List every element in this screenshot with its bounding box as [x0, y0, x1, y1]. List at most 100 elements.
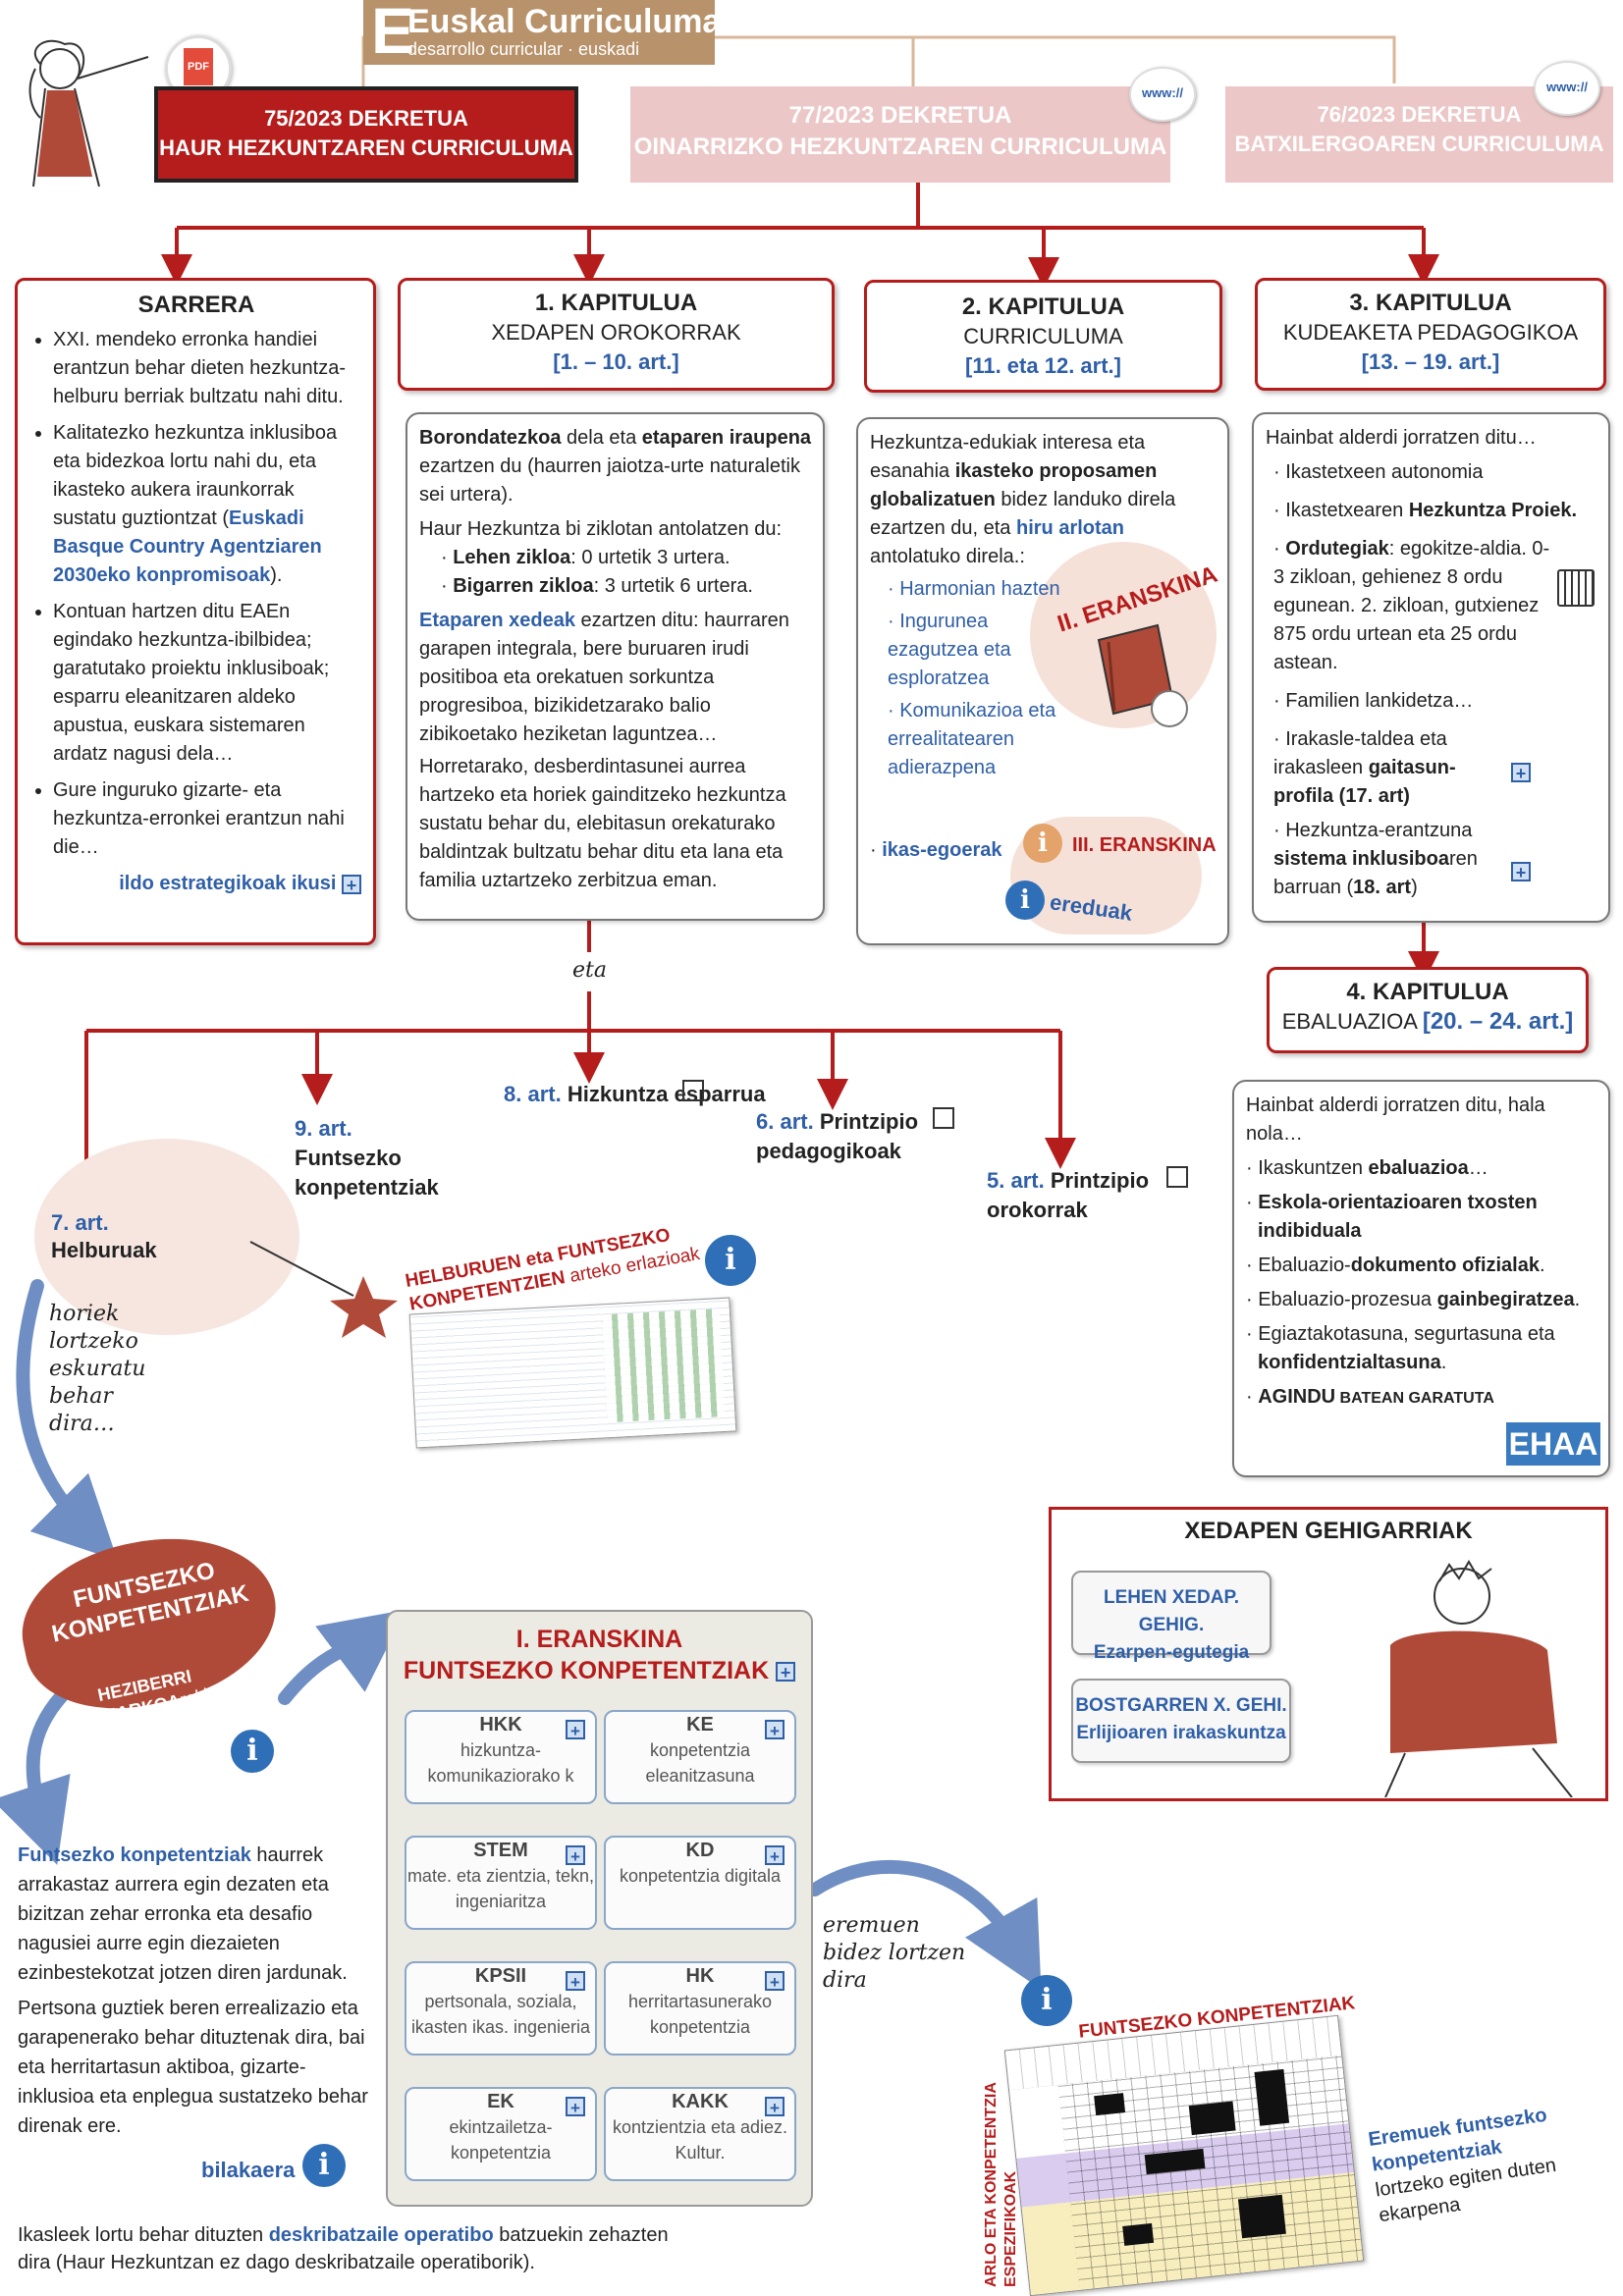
decree-77-title: OINARRIZKO HEZKUNTZAREN CURRICULUMA — [633, 133, 1167, 160]
chapter2-subtitle: CURRICULUMA — [963, 324, 1123, 348]
evolution-link[interactable]: bilakaera — [201, 2158, 296, 2182]
article-8[interactable]: 8. art. Hizkuntza esparrua — [504, 1082, 766, 1106]
ehaa-link[interactable]: EHAA — [1506, 1422, 1600, 1466]
chapter1-subtitle: XEDAPEN OROKORRAK — [491, 320, 741, 345]
chapter4-subtitle: EBALUAZIOA — [1281, 1009, 1417, 1034]
teacher-illustration — [28, 39, 149, 187]
pdf-label: PDF — [184, 48, 213, 85]
book-icon — [1097, 623, 1188, 727]
list-item: · Ebaluazio-prozesua gainbegiratzea. — [1246, 1289, 1581, 1310]
chapter1-articles: [1. – 10. art.] — [553, 349, 679, 374]
expand-icon[interactable]: + — [566, 2097, 585, 2117]
logo-subtitle: desarrollo curricular · euskadi — [407, 39, 640, 59]
annex3-link[interactable]: III. ERANSKINA — [1072, 834, 1217, 856]
expand-icon[interactable]: + — [776, 1662, 796, 1682]
list-item: · Irakasle-taldea eta irakasleen gaitasu… — [1273, 728, 1456, 807]
cycle-second: · Bigarren zikloa: 3 urtetik 6 urtera. — [441, 575, 753, 597]
article-5[interactable]: 5. art. Printzipio orokorrak — [987, 1168, 1150, 1222]
area-item[interactable]: · Harmonian hazten — [888, 578, 1060, 600]
web-link-icon[interactable]: www:// — [1129, 67, 1196, 122]
expand-icon[interactable]: + — [566, 1971, 585, 1992]
first-additional-provision[interactable]: LEHEN XEDAP. GEHIG.Ezarpen-egutegia — [1071, 1571, 1271, 1663]
sarrera-list: XXI. mendeko erronka handiei erantzun be… — [31, 326, 361, 862]
strategic-lines-link[interactable]: ildo estrategikoak ikusi — [119, 873, 337, 894]
external-link-icon[interactable] — [1166, 1166, 1188, 1188]
chapter4-content: Hainbat alderdi jorratzen ditu, hala nol… — [1232, 1080, 1610, 1477]
chapter1-header: 1. KAPITULUA XEDAPEN OROKORRAK [1. – 10.… — [398, 278, 835, 391]
list-item: · Ebaluazio-dokumento ofizialak. — [1246, 1255, 1545, 1276]
expand-icon[interactable]: + — [342, 874, 361, 894]
operational-descriptors-link[interactable]: deskribatzaile operatibo — [268, 2224, 494, 2246]
expand-icon[interactable]: + — [566, 1720, 585, 1740]
additional-provisions-box: XEDAPEN GEHIGARRIAK LEHEN XEDAP. GEHIG.E… — [1049, 1507, 1608, 1801]
eremuen-note: eremuen bidez lortzen dira — [823, 1913, 966, 1993]
info-icon[interactable]: i — [705, 1235, 756, 1286]
list-item: · Egiaztakotasuna, segurtasuna eta konfi… — [1246, 1323, 1555, 1373]
expand-icon[interactable]: + — [765, 1845, 784, 1866]
list-item: Kontuan hartzen ditu EAEn egindako hezku… — [53, 598, 361, 769]
info-icon[interactable]: i — [302, 2144, 346, 2187]
article-6[interactable]: 6. art. Printzipio pedagogikoak — [756, 1109, 919, 1163]
expand-icon[interactable]: + — [765, 2097, 784, 2117]
list-item: · Familien lankidetza… — [1273, 690, 1474, 712]
fifth-additional-provision[interactable]: BOSTGARREN X. GEHI.Erlijioaren irakaskun… — [1071, 1679, 1291, 1763]
chapter1-para-cycles: Haur Hezkuntza bi ziklotan antolatzen du… — [419, 518, 783, 540]
expand-icon[interactable]: + — [765, 1720, 784, 1740]
chapter3-subtitle: KUDEAKETA PEDAGOGIKOA — [1282, 320, 1579, 345]
relation-table-thumbnail[interactable] — [408, 1297, 737, 1449]
decree-75-title: HAUR HEZKUNTZAREN CURRICULUMA — [159, 135, 573, 160]
list-item: · Eskola-orientazioaren txosten indibidu… — [1246, 1192, 1538, 1242]
expand-icon[interactable]: + — [1511, 862, 1531, 882]
stage-goals-link[interactable]: Etaparen xedeak — [419, 610, 575, 631]
info-icon[interactable]: i — [1023, 824, 1062, 863]
list-item: Gure inguruko gizarte- eta hezkuntza-err… — [53, 776, 361, 862]
decree-75-button[interactable]: 75/2023 DEKRETUA HAUR HEZKUNTZAREN CURRI… — [154, 86, 578, 183]
learning-situations-link[interactable]: · ikas-egoerak — [870, 839, 1002, 861]
external-link-icon[interactable] — [682, 1080, 704, 1101]
list-item: · Ordutegiak: egokitze-aldia. 0-3 zikloa… — [1273, 538, 1550, 673]
area-item[interactable]: · Ingurunea ezagutzea eta esploratzea — [888, 611, 1011, 689]
site-logo[interactable]: E Euskal Curriculuma desarrollo curricul… — [363, 0, 721, 67]
logo-e-glyph: E — [371, 0, 415, 67]
decree-76-title: BATXILERGOAREN CURRICULUMA — [1234, 132, 1604, 156]
web-link-icon[interactable]: www:// — [1534, 61, 1600, 116]
chapter2-title: 2. KAPITULUA — [961, 294, 1125, 320]
external-link-icon[interactable] — [933, 1107, 954, 1129]
sarrera-box: SARRERA XXI. mendeko erronka handiei era… — [15, 278, 376, 945]
article-9-label: Funtsezko konpetentziak — [295, 1146, 439, 1200]
info-icon[interactable]: i — [231, 1730, 274, 1773]
additional-title: XEDAPEN GEHIGARRIAK — [1184, 1518, 1473, 1544]
annex1-panel: I. ERANSKINA FUNTSEZKO KONPETENTZIAK + +… — [386, 1610, 813, 2207]
agenda-2030-link[interactable]: Euskadi Basque Country Agentziaren 2030e… — [53, 507, 322, 586]
area-item[interactable]: · Komunikazioa eta errealitatearen adier… — [888, 700, 1056, 778]
calendar-icon — [1557, 569, 1595, 607]
competence-matrix-thumbnail[interactable] — [1003, 2014, 1365, 2296]
expand-icon[interactable]: + — [1511, 763, 1531, 783]
list-item-text: ). — [270, 564, 283, 586]
three-areas-link[interactable]: hiru arlotan — [1015, 517, 1124, 539]
decree-76-button[interactable]: 76/2023 DEKRETUA BATXILERGOAREN CURRICUL… — [1225, 86, 1613, 183]
chapter1-para-duration: Borondatezkoa dela eta etaparen iraupena… — [419, 427, 812, 506]
list-item: · Ikastetxeen autonomia — [1273, 461, 1484, 483]
article-9[interactable]: 9. art. — [295, 1116, 352, 1141]
chapter1-para-equity: Horretarako, desberdintasunei aurrea har… — [419, 756, 786, 891]
info-icon[interactable]: i — [1005, 881, 1045, 920]
expand-icon[interactable]: + — [765, 1971, 784, 1992]
eta-label: eta — [572, 958, 607, 983]
chapter4-articles: [20. – 24. art.] — [1422, 1008, 1574, 1035]
list-item-text: Kalitatezko hezkuntza inklusiboa eta bid… — [53, 422, 338, 529]
decree-77-number: 77/2023 DEKRETUA — [788, 102, 1012, 129]
article-7[interactable]: 7. art.Helburuak — [51, 1210, 157, 1262]
expand-icon[interactable]: + — [566, 1845, 585, 1866]
info-icon[interactable]: i — [1021, 1975, 1072, 2026]
chapter2-header: 2. KAPITULUA CURRICULUMA [11. eta 12. ar… — [864, 280, 1222, 393]
decree-77-button[interactable]: 77/2023 DEKRETUA OINARRIZKO HEZKUNTZAREN… — [630, 86, 1170, 183]
